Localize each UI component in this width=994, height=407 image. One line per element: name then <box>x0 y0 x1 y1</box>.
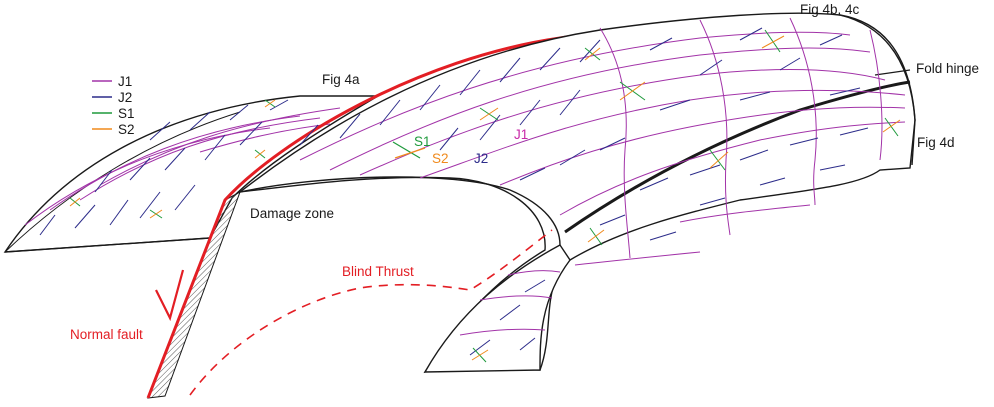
legend-label-s1: S1 <box>118 106 135 121</box>
left-block-top-surface <box>3 95 381 253</box>
label-fig-4d: Fig 4d <box>917 135 955 150</box>
label-blind-thrust: Blind Thrust <box>342 264 414 279</box>
normal-fault-line <box>146 28 613 399</box>
legend-label-j2: J2 <box>118 90 132 105</box>
right-edge <box>839 14 916 166</box>
inline-label-s2: S2 <box>432 151 449 166</box>
label-damage-zone: Damage zone <box>250 206 334 221</box>
anticline-block <box>237 12 916 374</box>
left-j1-lines <box>24 107 341 226</box>
inline-s-marker <box>392 141 426 159</box>
anticline-outer-outline <box>237 12 916 374</box>
label-normal-fault: Normal fault <box>70 327 143 342</box>
legend-label-s2: S2 <box>118 122 135 137</box>
left-block <box>3 95 381 253</box>
legend: J1 J2 S1 S2 <box>92 74 135 137</box>
label-fig-4b-4c: Fig 4b, 4c <box>800 2 860 17</box>
legend-label-j1: J1 <box>118 74 132 89</box>
fold-hinge-line <box>564 80 911 234</box>
left-block-front-face <box>4 237 211 253</box>
anticline-s-crosses <box>471 29 901 363</box>
inline-label-j2: J2 <box>474 151 488 166</box>
label-fold-hinge: Fold hinge <box>916 61 979 76</box>
hinge-extension <box>874 69 911 76</box>
labels: Fig 4a Fig 4b, 4c Fold hinge Fig 4d Dama… <box>70 2 979 342</box>
left-s-crosses <box>69 99 276 219</box>
label-fig-4a: Fig 4a <box>322 72 360 87</box>
front-limb-face <box>423 244 571 373</box>
left-j2-lines <box>39 99 289 236</box>
fault-zone <box>146 28 613 399</box>
blind-thrust-line <box>189 229 553 396</box>
inline-label-s1: S1 <box>414 134 431 149</box>
anticline-inner-arch <box>239 176 561 246</box>
inline-label-j1: J1 <box>514 127 528 142</box>
left-block-lower-edge <box>4 111 241 253</box>
normal-fault-arrow <box>155 269 185 322</box>
